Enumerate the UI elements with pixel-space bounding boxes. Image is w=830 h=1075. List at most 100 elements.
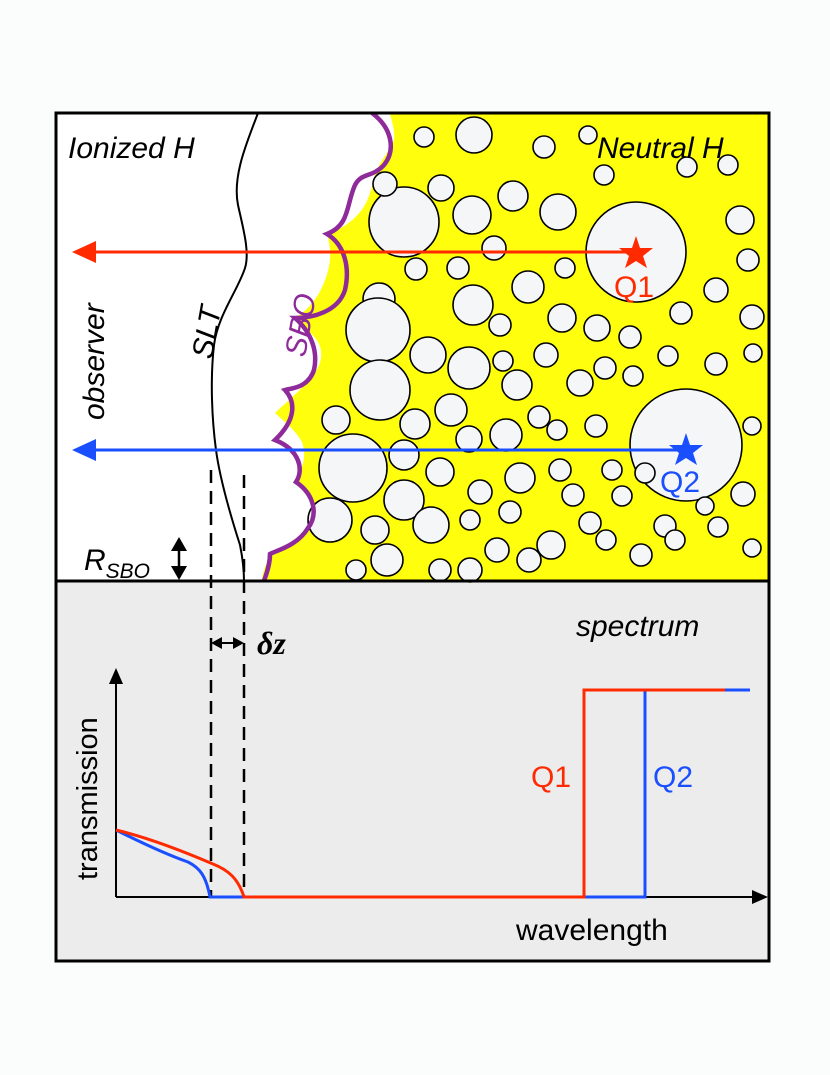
bubble xyxy=(345,559,367,581)
bubble xyxy=(546,419,568,441)
bubble xyxy=(539,193,577,231)
bubble xyxy=(413,126,435,148)
bubble xyxy=(742,416,762,436)
slt-front xyxy=(210,112,259,582)
bubble xyxy=(578,125,598,145)
bubble xyxy=(695,496,715,516)
bubble xyxy=(321,405,351,435)
wavelength-axis-label: wavelength xyxy=(515,914,668,947)
bubble xyxy=(593,356,617,380)
bubble xyxy=(455,116,493,154)
bubble xyxy=(561,483,585,507)
observer-label: observer xyxy=(78,302,111,420)
double-arrow-icon xyxy=(211,637,244,649)
bubble xyxy=(717,154,739,176)
bubble xyxy=(664,529,686,551)
bubble xyxy=(404,257,428,281)
bubble xyxy=(516,547,542,573)
bubble xyxy=(743,343,763,363)
bubble xyxy=(622,365,644,387)
transmission-axis-label: transmission xyxy=(72,717,104,880)
bubble xyxy=(533,342,559,368)
bubble xyxy=(409,336,447,374)
ionized-bubbles xyxy=(307,116,765,583)
bubble xyxy=(446,256,470,280)
bubble xyxy=(704,352,728,376)
spectrum-q1-label: Q1 xyxy=(531,761,571,794)
q1-label: Q1 xyxy=(614,271,654,304)
bubble xyxy=(657,345,679,367)
delta-z-label: δz xyxy=(257,625,286,661)
figure-frame xyxy=(54,111,771,963)
bubble xyxy=(629,543,653,567)
q2-label: Q2 xyxy=(660,466,700,499)
bubble xyxy=(368,186,440,258)
neutral-label: Neutral H xyxy=(597,132,724,165)
bubble xyxy=(360,515,390,545)
bubble xyxy=(492,350,514,372)
bubble xyxy=(584,414,608,438)
bubble xyxy=(428,558,452,582)
bubble xyxy=(484,537,510,563)
bubble xyxy=(511,270,545,304)
double-arrow-icon xyxy=(171,537,187,580)
r-sbo-label: RSBO xyxy=(84,544,150,583)
bubble xyxy=(452,195,492,235)
bubble xyxy=(707,516,729,538)
bubble xyxy=(501,369,533,401)
bubble xyxy=(452,284,494,326)
bubble xyxy=(467,479,493,505)
bubble xyxy=(318,433,388,503)
bubble xyxy=(504,462,536,494)
bubble xyxy=(736,248,760,272)
bubble xyxy=(730,481,756,507)
bubble xyxy=(457,557,483,583)
bubble xyxy=(481,235,507,261)
bubble xyxy=(725,205,755,235)
bubble xyxy=(498,500,522,524)
arrow-left-icon xyxy=(72,241,96,263)
bubble xyxy=(593,164,615,186)
bubble xyxy=(532,135,556,159)
bubble xyxy=(618,325,642,349)
bubble xyxy=(578,511,602,535)
q1-sightline xyxy=(72,241,636,263)
bubble xyxy=(583,314,611,342)
bubble xyxy=(427,174,455,202)
bubble xyxy=(459,509,481,531)
bubble xyxy=(703,277,729,303)
bubble xyxy=(349,359,411,421)
bubble xyxy=(536,530,566,560)
bubble xyxy=(669,301,693,325)
bubble xyxy=(372,171,398,197)
bubble xyxy=(455,425,483,453)
ionized-label: Ionized H xyxy=(68,132,195,165)
star-icon xyxy=(669,433,703,465)
bubble xyxy=(676,156,698,178)
bubble xyxy=(595,529,617,551)
spectrum-label: spectrum xyxy=(576,610,699,643)
bubble xyxy=(307,497,353,543)
bubble xyxy=(548,458,572,482)
q2-sightline xyxy=(72,439,686,461)
bubble xyxy=(547,303,577,333)
q1-transmission-curve xyxy=(115,688,725,899)
bubble xyxy=(566,369,594,397)
bubble xyxy=(527,405,551,429)
bubble xyxy=(497,180,529,212)
bubble xyxy=(370,543,404,577)
bubble xyxy=(634,462,656,484)
bubble xyxy=(739,304,765,330)
bubble xyxy=(489,418,523,452)
bubble xyxy=(412,506,450,544)
bubble xyxy=(383,479,425,521)
spectrum-q2-label: Q2 xyxy=(653,761,693,794)
bubble xyxy=(554,257,576,279)
arrow-left-icon xyxy=(72,439,96,461)
bubble xyxy=(345,297,411,363)
bubble xyxy=(388,439,420,471)
bubble xyxy=(425,457,455,487)
bubble xyxy=(601,459,623,481)
sbo-boundary xyxy=(261,111,393,582)
